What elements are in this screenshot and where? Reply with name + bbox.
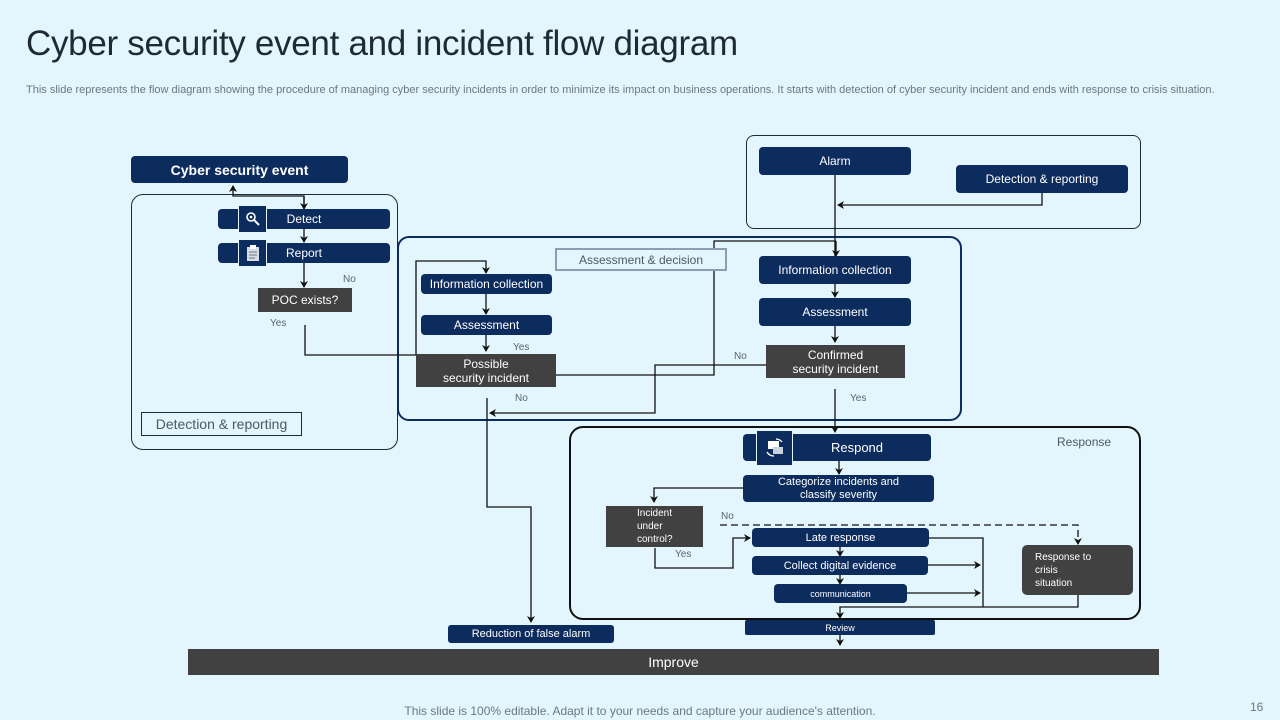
- magnifier-icon: [238, 205, 267, 233]
- late-response-box[interactable]: Late response: [752, 528, 929, 547]
- review-label: Review: [825, 622, 855, 633]
- crisis-line3: situation: [1035, 577, 1073, 589]
- alarm-group: [746, 135, 1141, 229]
- reduction-of-false-alarm-label: Reduction of false alarm: [471, 628, 591, 640]
- left-information-collection-box[interactable]: Information collection: [421, 274, 552, 294]
- improve-bar[interactable]: Improve: [188, 649, 1159, 675]
- left-assessment-label: Assessment: [453, 318, 520, 332]
- report-label: Report: [285, 246, 323, 260]
- respond-label: Respond: [830, 440, 884, 455]
- incident-line2: under: [637, 521, 663, 532]
- incident-line3: control?: [637, 534, 673, 545]
- communication-box[interactable]: communication: [774, 584, 907, 603]
- detection-reporting-group-label: Detection & reporting: [141, 412, 302, 436]
- crisis-line2: crisis: [1035, 564, 1058, 576]
- slide-title: Cyber security event and incident flow d…: [26, 24, 738, 63]
- cyber-security-event-box[interactable]: Cyber security event: [131, 156, 348, 183]
- categorize-line2: classify severity: [799, 488, 878, 501]
- possible-no-label: No: [515, 393, 528, 404]
- possible-security-incident-decision[interactable]: Possible security incident: [416, 354, 556, 387]
- improve-label: Improve: [648, 654, 699, 670]
- slide-subtitle: This slide represents the flow diagram s…: [26, 84, 1215, 96]
- incident-under-control-decision[interactable]: Incident under control?: [606, 506, 703, 547]
- confirmed-yes-label: Yes: [850, 393, 867, 404]
- collect-digital-evidence-label: Collect digital evidence: [783, 559, 897, 572]
- communication-label: communication: [810, 588, 871, 599]
- possible-line1: Possible: [463, 356, 509, 371]
- confirmed-line2: security incident: [792, 361, 879, 376]
- right-information-collection-label: Information collection: [778, 263, 892, 277]
- clipboard-icon: [238, 239, 267, 267]
- crisis-line1: Response to: [1035, 551, 1092, 563]
- response-group: [569, 426, 1141, 620]
- detection-reporting-box[interactable]: Detection & reporting: [956, 165, 1128, 193]
- response-group-label: Response: [1057, 435, 1112, 449]
- line-possible-no: [486, 398, 535, 623]
- confirmed-security-incident-decision[interactable]: Confirmed security incident: [766, 345, 905, 378]
- cyber-security-event-label: Cyber security event: [170, 161, 309, 178]
- assessment-decision-text: Assessment & decision: [578, 252, 704, 267]
- poc-exists-decision[interactable]: POC exists?: [258, 288, 352, 312]
- chat-refresh-icon: [756, 430, 793, 466]
- confirmed-line1: Confirmed: [807, 347, 864, 362]
- reduction-of-false-alarm-box[interactable]: Reduction of false alarm: [448, 625, 614, 643]
- response-to-crisis-box[interactable]: Response to crisis situation: [1022, 545, 1133, 595]
- collect-digital-evidence-box[interactable]: Collect digital evidence: [752, 556, 928, 575]
- categorize-incidents-box[interactable]: Categorize incidents and classify severi…: [743, 475, 934, 502]
- possible-line2: security incident: [442, 370, 530, 385]
- right-assessment-box[interactable]: Assessment: [759, 298, 911, 326]
- left-information-collection-label: Information collection: [429, 277, 544, 291]
- incident-no-label: No: [721, 511, 734, 522]
- possible-yes-label: Yes: [513, 342, 530, 353]
- left-assessment-box[interactable]: Assessment: [421, 315, 552, 335]
- right-information-collection-box[interactable]: Information collection: [759, 256, 911, 284]
- incident-yes-label: Yes: [675, 549, 692, 560]
- alarm-box[interactable]: Alarm: [759, 147, 911, 175]
- assessment-decision-group-label: Assessment & decision: [555, 248, 727, 271]
- alarm-label: Alarm: [819, 154, 851, 168]
- page-number: 16: [1250, 700, 1264, 714]
- confirmed-no-label: No: [734, 351, 747, 362]
- poc-yes-label: Yes: [270, 318, 287, 329]
- poc-no-label: No: [343, 274, 356, 285]
- detection-reporting-label: Detection & reporting: [985, 172, 1099, 186]
- detection-reporting-group-text: Detection & reporting: [155, 416, 288, 432]
- incident-line1: Incident: [637, 508, 673, 519]
- late-response-label: Late response: [805, 531, 876, 544]
- right-assessment-label: Assessment: [802, 305, 868, 319]
- poc-exists-label: POC exists?: [271, 293, 339, 307]
- review-box[interactable]: Review: [745, 620, 935, 635]
- footer-text: This slide is 100% editable. Adapt it to…: [404, 704, 876, 718]
- categorize-line1: Categorize incidents and: [777, 475, 900, 488]
- detect-label: Detect: [286, 212, 322, 226]
